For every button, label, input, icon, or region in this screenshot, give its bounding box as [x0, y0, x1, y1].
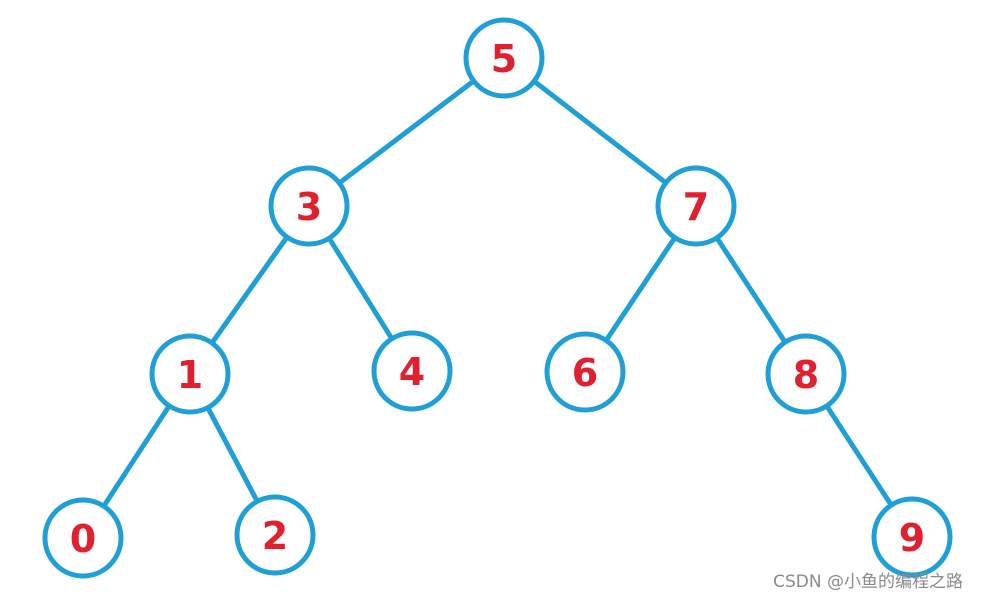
- node-circle: [42, 497, 124, 579]
- node-label: 4: [399, 350, 425, 394]
- tree-node-4: 4: [371, 330, 453, 412]
- node-label: 8: [793, 353, 819, 397]
- tree-node-2: 2: [234, 494, 316, 576]
- tree-node-9: 9: [871, 496, 953, 578]
- node-label: 5: [491, 37, 517, 81]
- edge-5-3: [306, 55, 507, 209]
- tree-node-8: 8: [765, 333, 847, 415]
- node-circle: [544, 331, 626, 413]
- node-circle: [149, 333, 231, 415]
- node-label: 7: [683, 185, 709, 229]
- node-label: 1: [177, 353, 203, 397]
- tree-node-5: 5: [463, 17, 545, 99]
- node-label: 3: [296, 185, 322, 229]
- tree-node-7: 7: [655, 165, 737, 247]
- node-circle: [268, 165, 350, 247]
- watermark-text: CSDN @小鱼的编程之路: [773, 572, 963, 592]
- node-label: 9: [899, 516, 925, 560]
- tree-node-3: 3: [268, 165, 350, 247]
- tree-edges: [80, 55, 915, 541]
- node-circle: [463, 17, 545, 99]
- tree-node-0: 0: [42, 497, 124, 579]
- node-circle: [371, 330, 453, 412]
- tree-node-1: 1: [149, 333, 231, 415]
- node-circle: [871, 496, 953, 578]
- node-circle: [655, 165, 737, 247]
- node-circle: [765, 333, 847, 415]
- node-label: 2: [262, 514, 288, 558]
- node-label: 0: [70, 517, 96, 561]
- node-circle: [234, 494, 316, 576]
- tree-nodes: 5 3 7 1 4 6 8 0 2 9: [42, 17, 953, 579]
- node-label: 6: [572, 351, 598, 395]
- tree-node-6: 6: [544, 331, 626, 413]
